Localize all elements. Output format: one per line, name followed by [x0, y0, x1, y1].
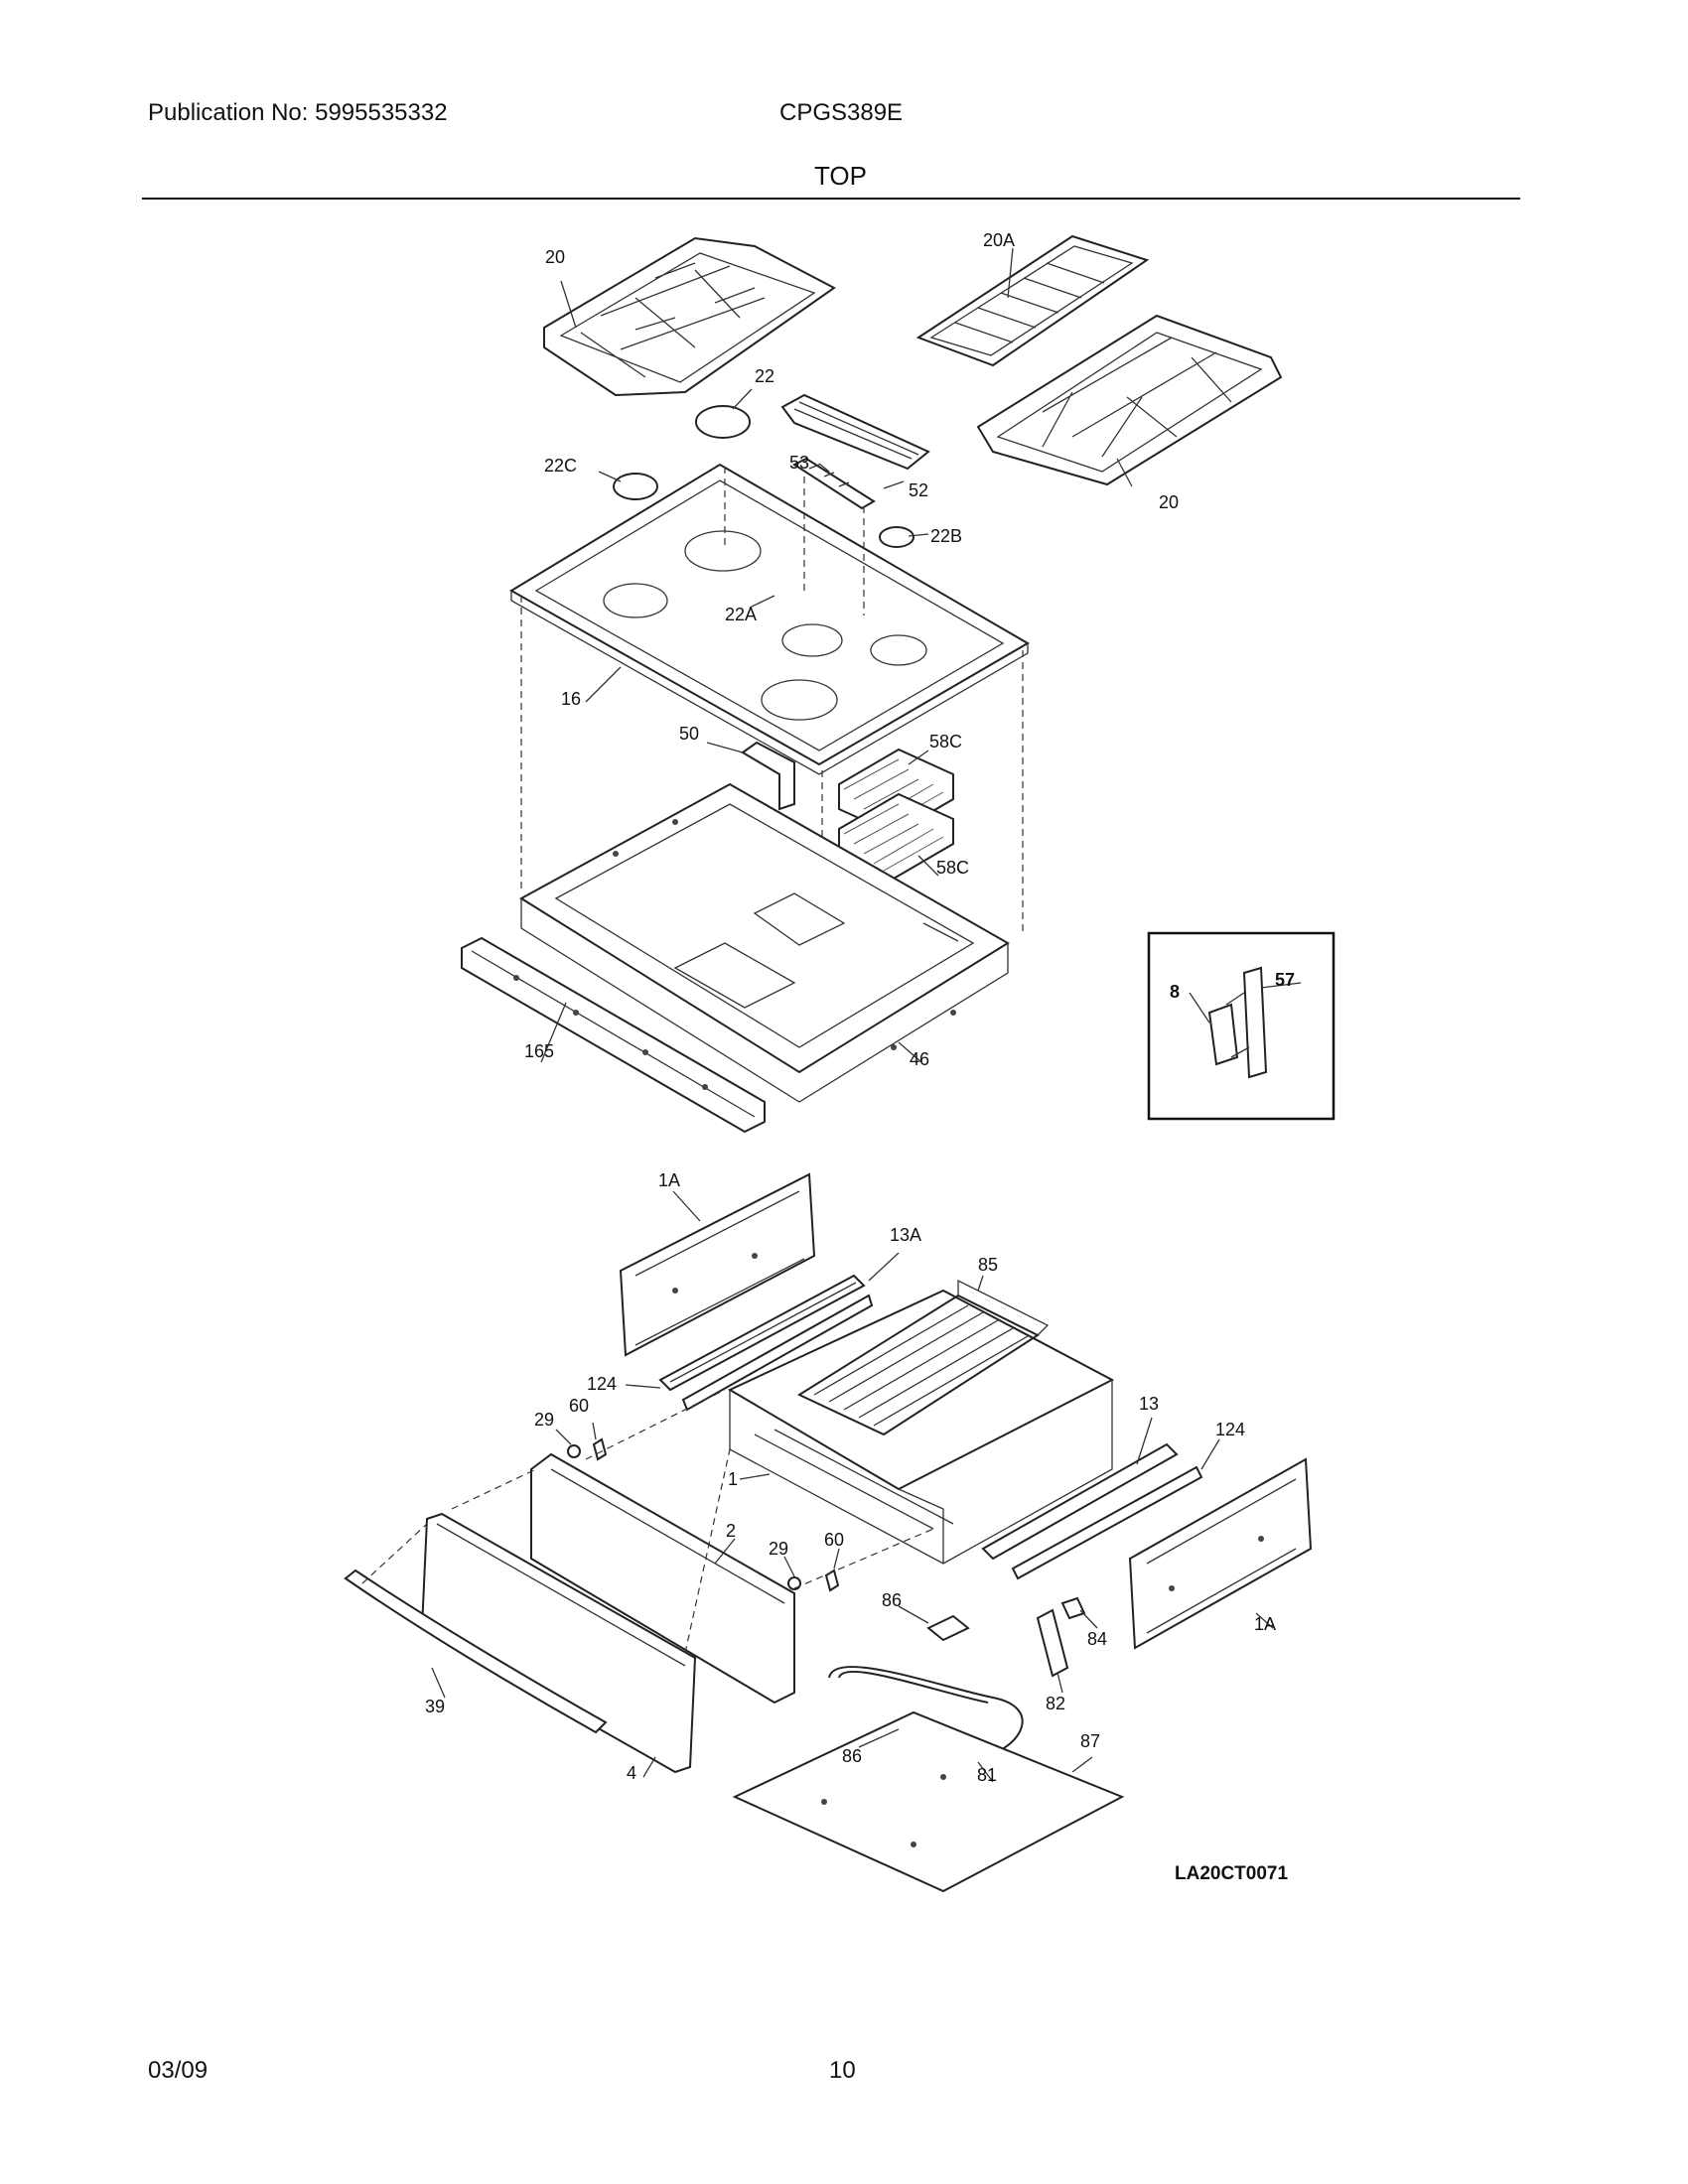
diagram-code: LA20CT0071	[1175, 1863, 1288, 1884]
callout-85: 85	[978, 1255, 998, 1275]
callout-82: 82	[1046, 1694, 1065, 1713]
callout-87: 87	[1080, 1731, 1100, 1751]
drawer-slide-13	[981, 1442, 1179, 1561]
callout-124-left: 124	[587, 1374, 617, 1394]
section-title: TOP	[814, 161, 867, 191]
header-rule	[142, 198, 1520, 200]
callout-53: 53	[789, 453, 809, 473]
callout-1: 1	[728, 1469, 738, 1489]
side-panel-1a-left	[619, 1172, 816, 1357]
callout-2: 2	[726, 1521, 736, 1541]
callout-29-left: 29	[534, 1410, 554, 1430]
callout-1A-upper: 1A	[658, 1170, 680, 1190]
callout-81: 81	[977, 1765, 997, 1785]
callout-58C-lower: 58C	[936, 858, 969, 878]
front-rail-165	[461, 936, 766, 1134]
callout-60-left: 60	[569, 1396, 589, 1416]
side-panel-1a-right	[1128, 1457, 1313, 1650]
slide-bracket-124-right	[1011, 1465, 1203, 1580]
callout-86-lower: 86	[842, 1746, 862, 1766]
grate-right	[976, 314, 1283, 486]
callout-16: 16	[561, 689, 581, 709]
rack-85	[796, 1279, 1050, 1436]
drawer-inner-panel-2	[530, 1452, 795, 1705]
callout-60-right: 60	[824, 1530, 844, 1550]
callout-1A-lower: 1A	[1254, 1614, 1276, 1634]
bracket-84	[1060, 1596, 1086, 1620]
publication-number: Publication No: 5995535332	[148, 99, 448, 126]
burner-part-53	[791, 457, 876, 510]
callout-58C-upper: 58C	[929, 732, 962, 751]
handle-39	[344, 1569, 608, 1734]
callout-29-right: 29	[769, 1539, 788, 1559]
callout-52: 52	[909, 480, 928, 500]
callout-84: 84	[1087, 1629, 1107, 1649]
burner-cap-22b	[879, 526, 914, 548]
callout-86-upper: 86	[882, 1590, 902, 1610]
burner-cap-22c	[613, 473, 658, 500]
burner-cap-22	[695, 405, 751, 439]
burner-box-46	[519, 782, 1010, 1103]
callout-13A: 13A	[890, 1225, 921, 1245]
callout-20-right: 20	[1159, 492, 1179, 512]
drawer-slide-13a	[658, 1274, 866, 1392]
callout-50: 50	[679, 724, 699, 744]
callout-22B: 22B	[930, 526, 962, 546]
bracket-82	[1036, 1608, 1069, 1678]
callout-22C: 22C	[544, 456, 577, 476]
clip-60-left	[592, 1437, 608, 1461]
grate-left	[543, 236, 836, 397]
callout-46: 46	[910, 1049, 929, 1069]
drawer-body-1	[727, 1289, 1115, 1565]
bottom-plate-87	[732, 1710, 1125, 1893]
slide-bracket-124-left	[681, 1294, 874, 1412]
callout-20-left: 20	[545, 247, 565, 267]
callout-165: 165	[524, 1041, 554, 1061]
callout-22A: 22A	[725, 605, 757, 624]
footer-date: 03/09	[148, 2057, 209, 2084]
bracket-50	[741, 741, 795, 811]
bracket-86-upper	[926, 1614, 970, 1642]
callout-13: 13	[1139, 1394, 1159, 1414]
spacer-29-right	[787, 1576, 801, 1590]
callout-8: 8	[1170, 982, 1180, 1002]
grate-center	[915, 234, 1150, 367]
callout-4: 4	[627, 1763, 636, 1783]
callout-22: 22	[755, 366, 774, 386]
callout-20A: 20A	[983, 230, 1015, 250]
cooktop-16	[509, 463, 1030, 775]
inset-box	[1147, 931, 1336, 1121]
callout-124-right: 124	[1215, 1420, 1245, 1439]
callout-57: 57	[1275, 970, 1295, 990]
page-number: 10	[829, 2057, 856, 2084]
spacer-29-left	[567, 1444, 581, 1458]
model-number: CPGS389E	[779, 99, 904, 126]
callout-39: 39	[425, 1697, 445, 1716]
griddle-cover-52	[780, 393, 930, 471]
